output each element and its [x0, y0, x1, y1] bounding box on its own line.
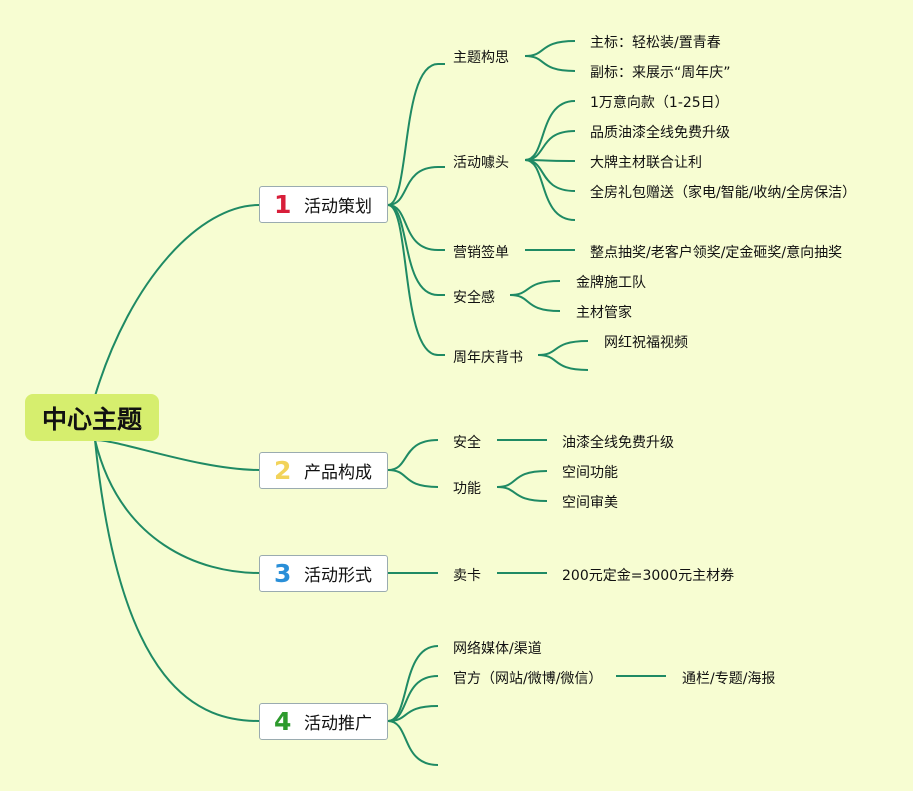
branch-label: 活动形式 [304, 566, 372, 586]
edge-online [387, 645, 439, 722]
root-topic[interactable]: 中心主题 [25, 394, 159, 441]
subtopic-gold-team[interactable]: 金牌施工队 [576, 275, 646, 291]
topic-safety[interactable]: 安全 [453, 435, 481, 451]
topic-function[interactable]: 功能 [453, 481, 481, 497]
topic-online-media[interactable]: 网络媒体/渠道 [453, 641, 542, 657]
number-2-icon: 2 [274, 456, 292, 485]
subtopic-lottery[interactable]: 整点抽奖/老客户领奖/定金砸奖/意向抽奖 [590, 245, 843, 261]
topic-security[interactable]: 安全感 [453, 290, 495, 306]
subtopic-space-function[interactable]: 空间功能 [562, 465, 618, 481]
subtopic-paint-upgrade[interactable]: 品质油漆全线免费升级 [590, 125, 730, 141]
edge-root-branch-2 [94, 439, 260, 471]
subtopic-coupon[interactable]: 200元定金=3000元主材券 [562, 568, 735, 584]
branch-label: 活动策划 [304, 197, 372, 217]
topic-theme-concept[interactable]: 主题构思 [453, 50, 509, 66]
number-3-icon: 3 [274, 559, 292, 588]
edge-gimmick-3 [524, 159, 576, 192]
subtopic-influencer-video[interactable]: 网红祝福视频 [604, 335, 688, 351]
topic-official-channels[interactable]: 官方（网站/微博/微信） [453, 671, 603, 687]
edge-security-2 [509, 294, 561, 312]
edge-function [387, 469, 439, 488]
edge-endorse [387, 204, 439, 356]
edge-gimmick-4 [524, 159, 576, 221]
subtopic-banner-poster[interactable]: 通栏/专题/海报 [682, 671, 776, 687]
edge-official [387, 675, 439, 722]
subtopic-material-steward[interactable]: 主材管家 [576, 305, 632, 321]
branch-activity-planning[interactable]: 1 活动策划 [259, 186, 388, 223]
number-4-icon: 4 [274, 707, 292, 736]
edge-promo-4 [387, 720, 439, 766]
branch-label: 产品构成 [304, 463, 372, 483]
edge-safety [387, 439, 439, 471]
edge-root-branch-1 [94, 204, 260, 397]
edge-promo-3 [387, 705, 439, 722]
subtopic-space-aesthetics[interactable]: 空间审美 [562, 495, 618, 511]
branch-activity-format[interactable]: 3 活动形式 [259, 555, 388, 592]
subtopic-main-title[interactable]: 主标：轻松装/置青春 [590, 35, 721, 51]
subtopic-gift-package[interactable]: 全房礼包赠送（家电/智能/收纳/全房保洁） [590, 185, 857, 201]
subtopic-sub-title[interactable]: 副标：来展示“周年庆” [590, 65, 731, 81]
edge-endorse-2 [537, 354, 589, 371]
edge-function-1 [496, 470, 548, 488]
edge-gimmick-1 [524, 130, 576, 161]
edge-theme-2 [524, 55, 576, 72]
edge-gimmick [387, 166, 439, 206]
edge-theme [387, 63, 439, 206]
edge-security-1 [509, 280, 561, 296]
subtopic-brand-discount[interactable]: 大牌主材联合让利 [590, 155, 702, 171]
edge-root-branch-3 [94, 439, 260, 574]
branch-product-composition[interactable]: 2 产品构成 [259, 452, 388, 489]
branch-promotion[interactable]: 4 活动推广 [259, 703, 388, 740]
edge-root-branch-4 [94, 439, 260, 722]
topic-anniversary-endorsement[interactable]: 周年庆背书 [453, 350, 523, 366]
edge-gimmick-0 [524, 100, 576, 161]
number-1-icon: 1 [274, 190, 292, 219]
edge-theme-1 [524, 40, 576, 57]
edge-function-2 [496, 486, 548, 502]
branch-label: 活动推广 [304, 714, 372, 734]
topic-gimmick[interactable]: 活动噱头 [453, 155, 509, 171]
topic-sales-signing[interactable]: 营销签单 [453, 245, 509, 261]
subtopic-deposit[interactable]: 1万意向款（1-25日） [590, 95, 729, 111]
edge-endorse-1 [537, 340, 589, 356]
topic-sell-card[interactable]: 卖卡 [453, 568, 481, 584]
subtopic-paint-free-upgrade[interactable]: 油漆全线免费升级 [562, 435, 674, 451]
